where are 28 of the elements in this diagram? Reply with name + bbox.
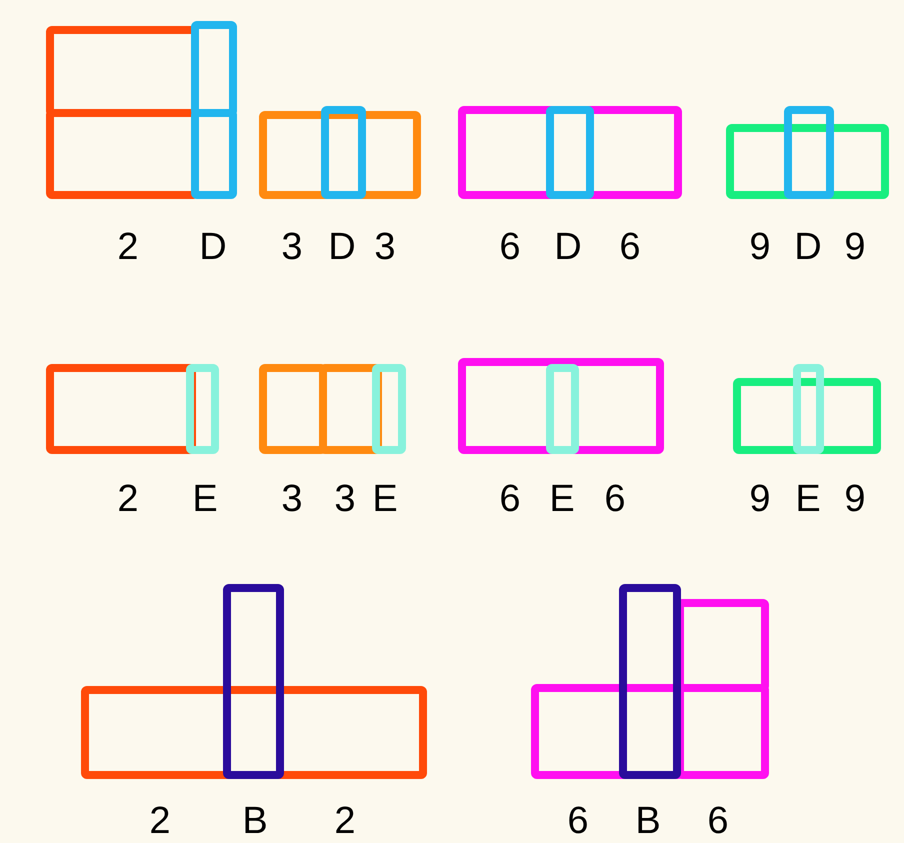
rectangle-label: E xyxy=(372,480,398,518)
rectangle-label: 3 xyxy=(281,480,303,518)
rectangle-label: 2 xyxy=(149,802,171,840)
rectangle-label: D xyxy=(794,228,822,266)
rectangle-label: D xyxy=(554,228,582,266)
rectangle-label: 9 xyxy=(749,480,771,518)
rectangle-label: E xyxy=(192,480,218,518)
rectangle-label: E xyxy=(549,480,575,518)
rectangle-label: 2 xyxy=(334,802,356,840)
rectangle-label: 6 xyxy=(707,802,729,840)
rectangle-label: 6 xyxy=(567,802,589,840)
rectangle-label: 9 xyxy=(844,228,866,266)
rectangle-label: D xyxy=(199,228,227,266)
rectangle-label: 3 xyxy=(281,228,303,266)
rectangle-label: 9 xyxy=(749,228,771,266)
rectangle-label: B xyxy=(242,802,268,840)
rectangle-label: D xyxy=(328,228,356,266)
rectangle-label: 2 xyxy=(117,480,139,518)
rectangle-label: 2 xyxy=(117,228,139,266)
rectangle-label: 6 xyxy=(499,480,521,518)
rectangle-label: 3 xyxy=(374,228,396,266)
rectangle-label: 6 xyxy=(499,228,521,266)
rectangle-label: 6 xyxy=(619,228,641,266)
rectangle-label: B xyxy=(635,802,661,840)
rectangle-label: E xyxy=(795,480,821,518)
rectangle-label: 9 xyxy=(844,480,866,518)
rectangle-label: 6 xyxy=(604,480,626,518)
rectangle-label: 3 xyxy=(334,480,356,518)
